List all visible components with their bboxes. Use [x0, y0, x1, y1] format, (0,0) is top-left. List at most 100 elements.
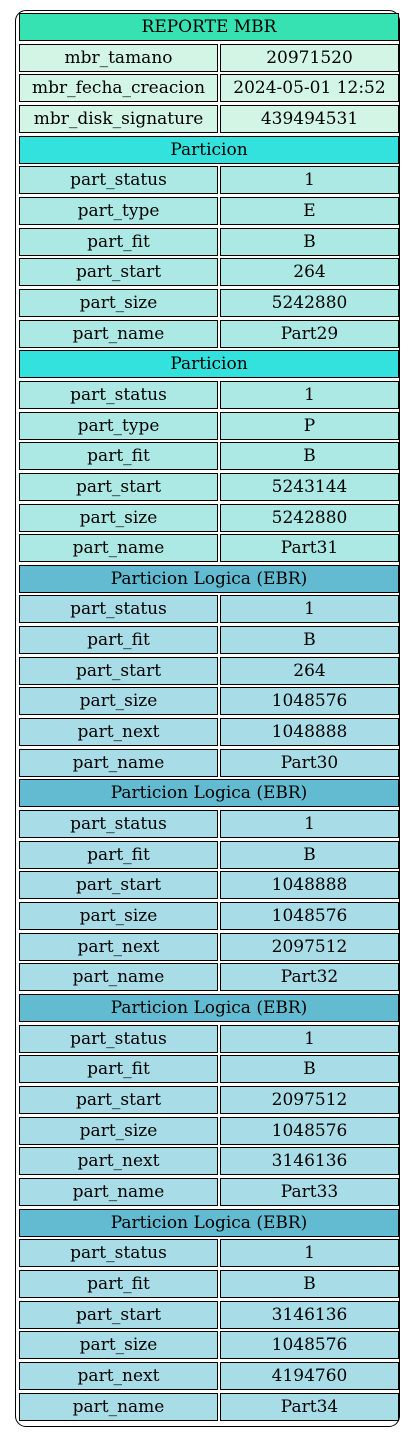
- field-value: 264: [220, 656, 399, 685]
- ebr-section-title: Particion Logica (EBR): [19, 1208, 399, 1237]
- field-key: part_status: [19, 810, 218, 839]
- field-value: 5242880: [220, 503, 399, 532]
- ebr-header-row: Particion Logica (EBR): [19, 1208, 399, 1237]
- field-key: part_type: [19, 196, 218, 225]
- ebr-header-row: Particion Logica (EBR): [19, 564, 399, 593]
- field-value: 5242880: [220, 288, 399, 317]
- field-value: 2097512: [220, 932, 399, 961]
- field-key: part_size: [19, 288, 218, 317]
- mbr-value: 439494531: [220, 104, 399, 133]
- field-key: part_type: [19, 411, 218, 440]
- ebr-header-row: Particion Logica (EBR): [19, 994, 399, 1022]
- field-value: Part30: [220, 748, 399, 777]
- field-key: part_start: [19, 1085, 218, 1114]
- field-key: part_size: [19, 687, 218, 716]
- field-key: part_fit: [19, 1055, 218, 1084]
- field-value: Part32: [220, 963, 399, 992]
- field-value: 1: [220, 166, 399, 195]
- field-value: Part34: [220, 1392, 399, 1421]
- field-key: part_size: [19, 1331, 218, 1360]
- partition-header-row: Particion: [19, 135, 399, 164]
- field-value: 3146136: [220, 1300, 399, 1329]
- field-value: 1048888: [220, 718, 399, 747]
- field-key: part_start: [19, 871, 218, 900]
- ebr-section-title: Particion Logica (EBR): [19, 994, 399, 1022]
- field-key: part_start: [19, 258, 218, 287]
- field-value: 1048576: [220, 902, 399, 931]
- field-key: part_fit: [19, 1269, 218, 1298]
- field-key: part_name: [19, 963, 218, 992]
- field-value: B: [220, 840, 399, 869]
- field-key: part_size: [19, 902, 218, 931]
- mbr-row: mbr_fecha_creacion 2024-05-01 12:52: [19, 74, 399, 103]
- field-key: part_status: [19, 166, 218, 195]
- ebr-section-title: Particion Logica (EBR): [19, 564, 399, 593]
- partition-header-row: Particion: [19, 350, 399, 379]
- field-value: 3146136: [220, 1147, 399, 1176]
- mbr-report-table: REPORTE MBR mbr_tamano 20971520 mbr_fech…: [19, 13, 399, 1423]
- field-key: part_start: [19, 656, 218, 685]
- field-key: part_size: [19, 503, 218, 532]
- field-key: part_name: [19, 319, 218, 348]
- field-key: part_next: [19, 1147, 218, 1176]
- ebr-header-row: Particion Logica (EBR): [19, 779, 399, 808]
- field-value: 1048888: [220, 871, 399, 900]
- field-key: part_fit: [19, 626, 218, 655]
- field-value: Part31: [220, 534, 399, 563]
- field-key: part_status: [19, 380, 218, 409]
- mbr-row: mbr_disk_signature 439494531: [19, 104, 399, 133]
- mbr-row: mbr_tamano 20971520: [19, 43, 399, 72]
- field-value: B: [220, 227, 399, 256]
- field-value: 1048576: [220, 1116, 399, 1145]
- field-value: B: [220, 626, 399, 655]
- field-key: part_name: [19, 534, 218, 563]
- field-value: B: [220, 1269, 399, 1298]
- field-key: part_status: [19, 595, 218, 624]
- field-value: 1048576: [220, 1331, 399, 1360]
- mbr-value: 20971520: [220, 43, 399, 72]
- field-key: part_fit: [19, 840, 218, 869]
- field-key: part_next: [19, 1361, 218, 1390]
- field-key: part_status: [19, 1239, 218, 1268]
- field-key: part_name: [19, 1177, 218, 1206]
- field-key: part_next: [19, 718, 218, 747]
- field-value: 4194760: [220, 1361, 399, 1390]
- field-value: B: [220, 442, 399, 471]
- field-value: 5243144: [220, 472, 399, 501]
- field-value: 1: [220, 1024, 399, 1053]
- field-value: 2097512: [220, 1085, 399, 1114]
- field-value: 264: [220, 258, 399, 287]
- field-key: part_start: [19, 472, 218, 501]
- field-key: part_size: [19, 1116, 218, 1145]
